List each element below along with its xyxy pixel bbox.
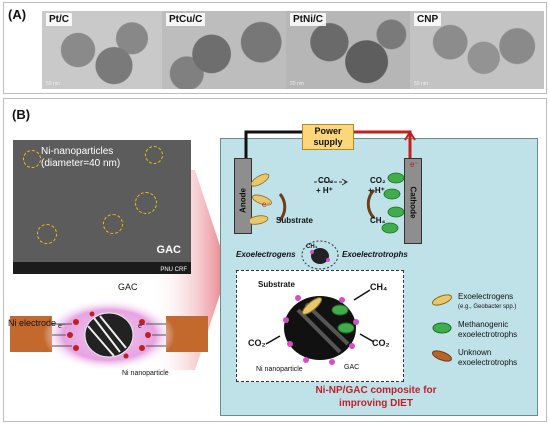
- nanoparticle-circle: [135, 192, 157, 214]
- zoom-substrate-label: Substrate: [258, 280, 295, 289]
- methanogen-icon: [432, 322, 452, 334]
- tem-scale-pt-c: 50 nm: [46, 81, 60, 87]
- power-line1: Power: [314, 126, 342, 136]
- zoom-composite: [265, 289, 375, 365]
- tem-label-pt-c: Pt/C: [46, 13, 72, 26]
- legend-item-methanogenic: Methanogenic exoelectrotrophs: [458, 320, 517, 340]
- electrode-schematic: [10, 299, 208, 371]
- sem-image: Ni-nanoparticles (diameter=40 nm) GAC PN…: [13, 140, 191, 274]
- cell-microbes: [250, 172, 405, 234]
- sem-annotation-line2: (diameter=40 nm): [41, 158, 121, 169]
- tem-label-cnp: CNP: [414, 13, 442, 26]
- panel-a: (A) Pt/C 50 nm PtCu/C PtNi/C 20 nm CNP 5…: [3, 2, 547, 94]
- power-circuit: [244, 130, 416, 158]
- zoom-co2-right: CO₂: [372, 338, 390, 348]
- cell-electron-right: e⁻: [410, 160, 419, 169]
- tem-label-ptni-c: PtNi/C: [290, 13, 326, 26]
- cell-h-left: + H⁺: [316, 186, 333, 195]
- cell-electron-left: e⁻: [262, 200, 271, 209]
- tem-label-ptcu-c: PtCu/C: [166, 13, 206, 26]
- nanoparticle-circle: [103, 214, 123, 234]
- nanoparticle-circle: [37, 224, 57, 244]
- cell-h-right: + H⁺: [368, 186, 385, 195]
- tem-scale-ptni-c: 20 nm: [290, 81, 304, 87]
- caption-line2: improving DIET: [339, 398, 413, 409]
- power-supply-box: Power supply: [302, 124, 354, 150]
- exoelectrogen-icon: [432, 294, 452, 306]
- cell-composite-small: [301, 240, 339, 270]
- legend-icons: [432, 294, 452, 362]
- nanoparticle-circle: [145, 146, 163, 164]
- zoom-ch4-label: CH₄: [370, 282, 388, 292]
- tem-scale-cnp: 50 nm: [414, 81, 428, 87]
- panel-a-tag: (A): [8, 7, 27, 22]
- tem-image-ptcu-c: PtCu/C: [162, 11, 286, 89]
- tem-image-cnp: CNP 50 nm: [410, 11, 544, 89]
- figure-caption: Ni-NP/GAC composite for improving DIET: [256, 384, 496, 410]
- power-line2: supply: [313, 137, 343, 147]
- cell-ch4-label: CH₄: [370, 216, 386, 225]
- legend-label: Unknown: [458, 348, 492, 357]
- legend-label: Methanogenic: [458, 320, 509, 329]
- zoom-ni-nanoparticle-label: Ni nanoparticle: [256, 366, 303, 373]
- anode-electrode: [234, 158, 252, 234]
- cell-substrate-label: Substrate: [276, 216, 313, 225]
- sem-annotation-line1: Ni-nanoparticles: [41, 146, 114, 157]
- sem-gac-label: GAC: [156, 244, 181, 256]
- zoom-gac-label: GAC: [344, 364, 360, 371]
- cell-exoelectrotrophs-label: Exoelectrotrophs: [342, 250, 408, 259]
- ni-electrode-label: Ni electrode: [8, 318, 57, 328]
- panel-b-tag: (B): [12, 107, 31, 122]
- sem-footer-label: PNU CRF: [160, 267, 187, 273]
- sem-annotation: Ni-nanoparticles (diameter=40 nm): [41, 146, 181, 170]
- legend-item-exoelectrogens: Exoelectrogens (e.g., Geobacter spp.): [458, 292, 516, 312]
- cell-exoelectrogens-label: Exoelectrogens: [236, 250, 296, 259]
- zoom-co2-left: CO₂: [248, 338, 266, 348]
- cell-ch4-small: CH₄: [306, 244, 318, 250]
- electrode-electron-label: e⁻: [138, 323, 146, 330]
- electrode-gac-label: GAC: [118, 282, 138, 292]
- tem-image-ptni-c: PtNi/C 20 nm: [286, 11, 410, 89]
- anode-label: Anode: [238, 188, 248, 213]
- legend-sublabel: (e.g., Geobacter spp.): [458, 304, 517, 310]
- electrode-ni-nanoparticle-label: Ni nanoparticle: [122, 370, 169, 377]
- electrode-electron-label: e⁻: [58, 323, 66, 330]
- tem-image-pt-c: Pt/C 50 nm: [42, 11, 162, 89]
- legend-label: Exoelectrogens: [458, 292, 514, 301]
- nanoparticle-circle: [23, 150, 41, 168]
- unknown-microbe-icon: [432, 350, 452, 362]
- legend-item-unknown: Unknown exoelectrotrophs: [458, 348, 517, 368]
- caption-line1: Ni-NP/GAC composite for: [315, 385, 437, 396]
- sem-footer-bar: [13, 262, 191, 274]
- cathode-electrode: [404, 158, 422, 244]
- cell-co2-left: CO₂: [318, 176, 334, 185]
- legend-sublabel: exoelectrotrophs: [458, 358, 518, 367]
- cell-co2-right: CO₂: [370, 176, 386, 185]
- legend-sublabel: exoelectrotrophs: [458, 330, 518, 339]
